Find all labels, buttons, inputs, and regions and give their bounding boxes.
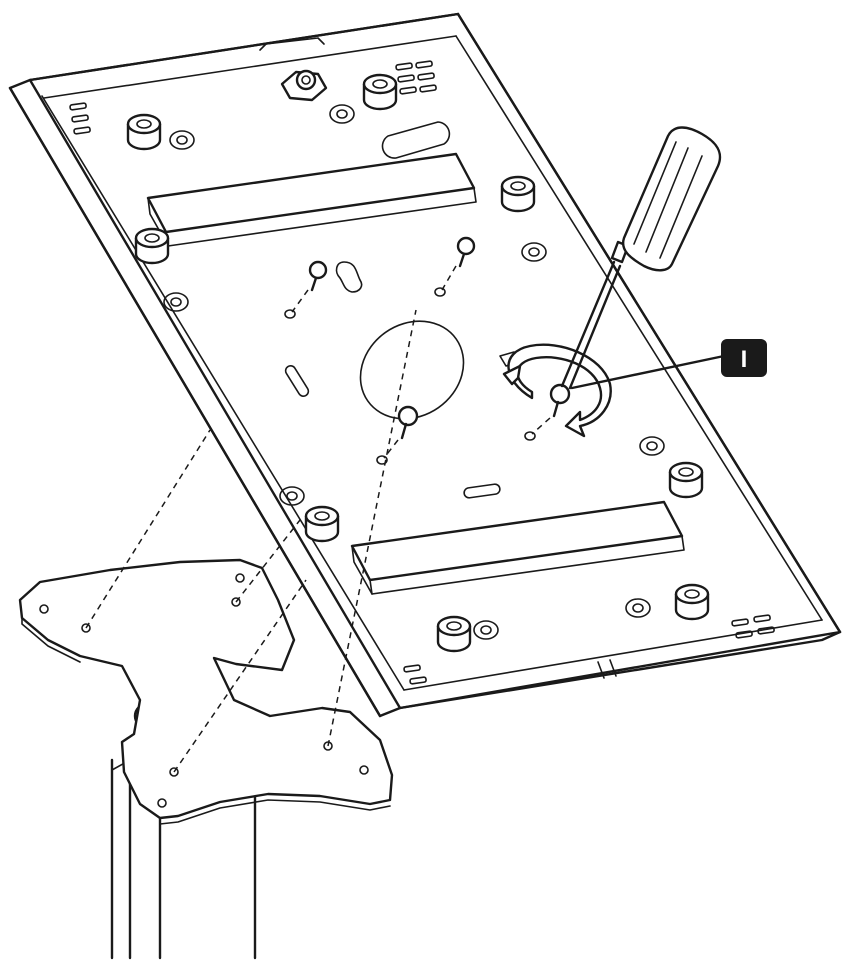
top-hex-nut — [280, 69, 328, 102]
standoff — [134, 227, 170, 265]
standoffs — [126, 73, 710, 653]
alignment-lines — [85, 309, 417, 773]
screw — [308, 260, 328, 292]
screwdriver-icon — [560, 126, 722, 390]
raised-bars — [146, 152, 685, 595]
mount-bracket — [18, 558, 394, 825]
callout: I — [570, 339, 767, 390]
center-oval-cutout — [359, 320, 465, 420]
callout-box — [721, 339, 767, 377]
callout-label: I — [741, 346, 748, 373]
screw — [397, 405, 419, 440]
screw — [456, 236, 476, 268]
standoff — [362, 73, 398, 111]
standoff — [126, 113, 162, 151]
bosses — [163, 104, 665, 640]
standoff — [304, 505, 340, 543]
screw — [549, 383, 571, 418]
vent-slots — [69, 60, 775, 685]
rotate-arrow-icon — [502, 343, 612, 438]
standoff — [668, 461, 704, 499]
panel-screws — [284, 236, 571, 465]
standoff — [500, 175, 536, 213]
standoff — [436, 615, 472, 653]
standoff — [674, 583, 710, 621]
